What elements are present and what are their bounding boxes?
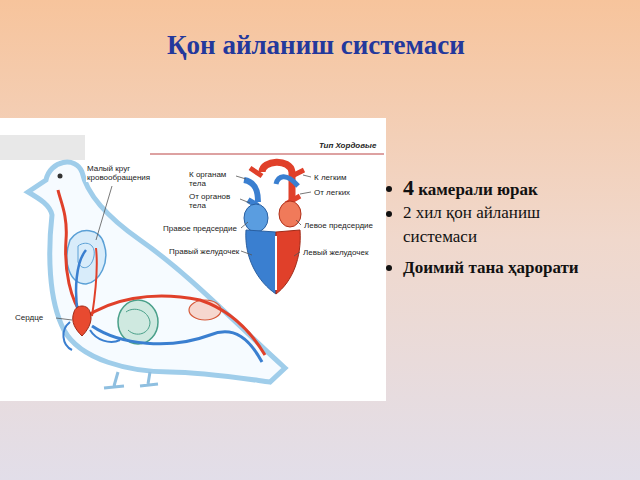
- left-ventricle: [276, 230, 300, 294]
- leader-line: [296, 220, 301, 225]
- bird-eye: [58, 174, 63, 179]
- vein: [92, 326, 262, 362]
- liver: [118, 300, 158, 344]
- right-ventricle: [246, 230, 276, 294]
- vena-cava: [244, 180, 258, 206]
- part-label: К легким: [313, 173, 347, 182]
- leader-line: [96, 186, 112, 240]
- picture-ground: [0, 118, 386, 401]
- right-atrium: [244, 204, 268, 232]
- part-label: К органам тела: [188, 170, 236, 188]
- part-label: Малый круг кровообращения: [86, 164, 156, 182]
- leader-line: [241, 222, 248, 228]
- bullet-text: Доимий тана ҳарорати: [403, 256, 631, 280]
- part-label: Левый желудочек: [302, 248, 369, 257]
- bird-feet: [104, 372, 158, 388]
- liver-detail: [126, 309, 150, 334]
- leader-line: [56, 318, 72, 320]
- part-label: От органов тела: [188, 192, 240, 210]
- bird-outline: [28, 162, 285, 382]
- part-label: Сердце: [14, 313, 44, 322]
- header-rule: [150, 154, 384, 155]
- aorta: [84, 296, 265, 355]
- bird-heart: [73, 306, 91, 336]
- septum: [275, 236, 277, 290]
- bullet-text: 4 камерали юрак: [403, 176, 628, 202]
- leader-line: [300, 192, 311, 194]
- grey-patch: [0, 135, 85, 160]
- pulmonary-artery: [276, 177, 298, 186]
- slide-title: Қон айланиш системаси: [167, 30, 465, 61]
- bullet-dot: [386, 186, 392, 192]
- group-label: Тип Хордовые: [318, 141, 377, 150]
- artery: [58, 190, 84, 318]
- part-label: Левое предсердие: [303, 221, 374, 230]
- leader-line: [303, 175, 311, 177]
- leader-line: [236, 176, 246, 179]
- part-label: Правый желудочек: [168, 247, 240, 256]
- part-label: От легких: [313, 188, 351, 197]
- left-atrium: [279, 201, 301, 227]
- bullet-dot: [386, 211, 392, 217]
- leader-line: [241, 251, 252, 255]
- part-label: Правое предсердие: [162, 224, 238, 233]
- bullet-dot: [386, 265, 392, 271]
- vein-branch: [63, 322, 120, 350]
- pulmonary-vessel: [76, 250, 86, 314]
- bullet-text: 2 хил қон айланиш системаси: [403, 201, 603, 249]
- lung: [67, 231, 106, 284]
- pulmonary-vessel: [92, 248, 97, 316]
- leader-line: [294, 252, 300, 256]
- artery-branch: [250, 168, 304, 176]
- leader-line: [240, 199, 250, 203]
